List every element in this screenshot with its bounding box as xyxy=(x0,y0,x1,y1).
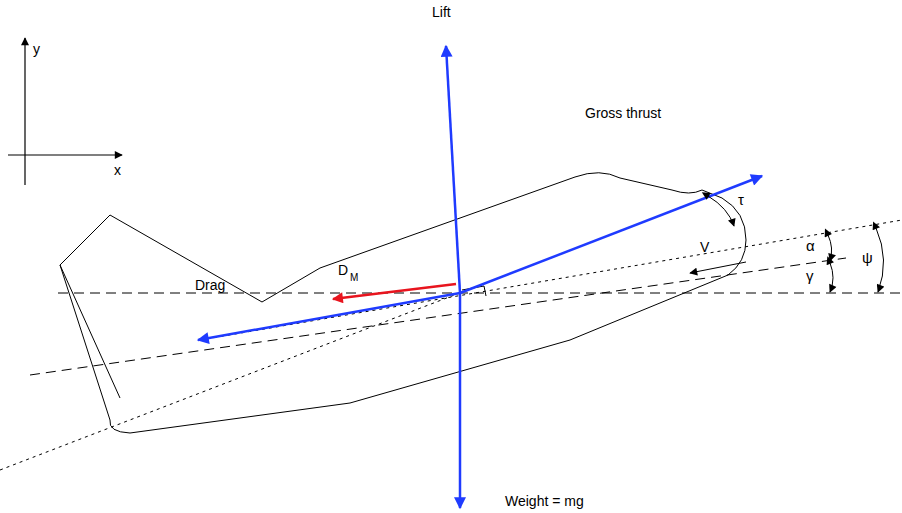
axis-label: y xyxy=(33,42,40,57)
axes xyxy=(8,38,122,185)
force-label: Weight = mg xyxy=(505,494,584,509)
force-label: D xyxy=(338,263,348,278)
subscript-label: M xyxy=(350,272,358,283)
angle-label: ψ xyxy=(862,250,873,267)
force-label: Lift xyxy=(432,5,451,20)
velocity-label: V xyxy=(700,240,709,255)
force-vectors xyxy=(198,46,762,508)
velocity-arrow xyxy=(690,262,746,273)
angle-label: γ xyxy=(806,268,814,285)
angle-arcs xyxy=(708,196,884,292)
angle-label: τ xyxy=(738,192,744,209)
aircraft-outline xyxy=(60,173,746,433)
angle-label: α xyxy=(806,238,815,255)
force-label: Drag xyxy=(195,278,225,293)
force-label: Gross thrust xyxy=(585,106,661,121)
axis-label: x xyxy=(114,163,121,178)
